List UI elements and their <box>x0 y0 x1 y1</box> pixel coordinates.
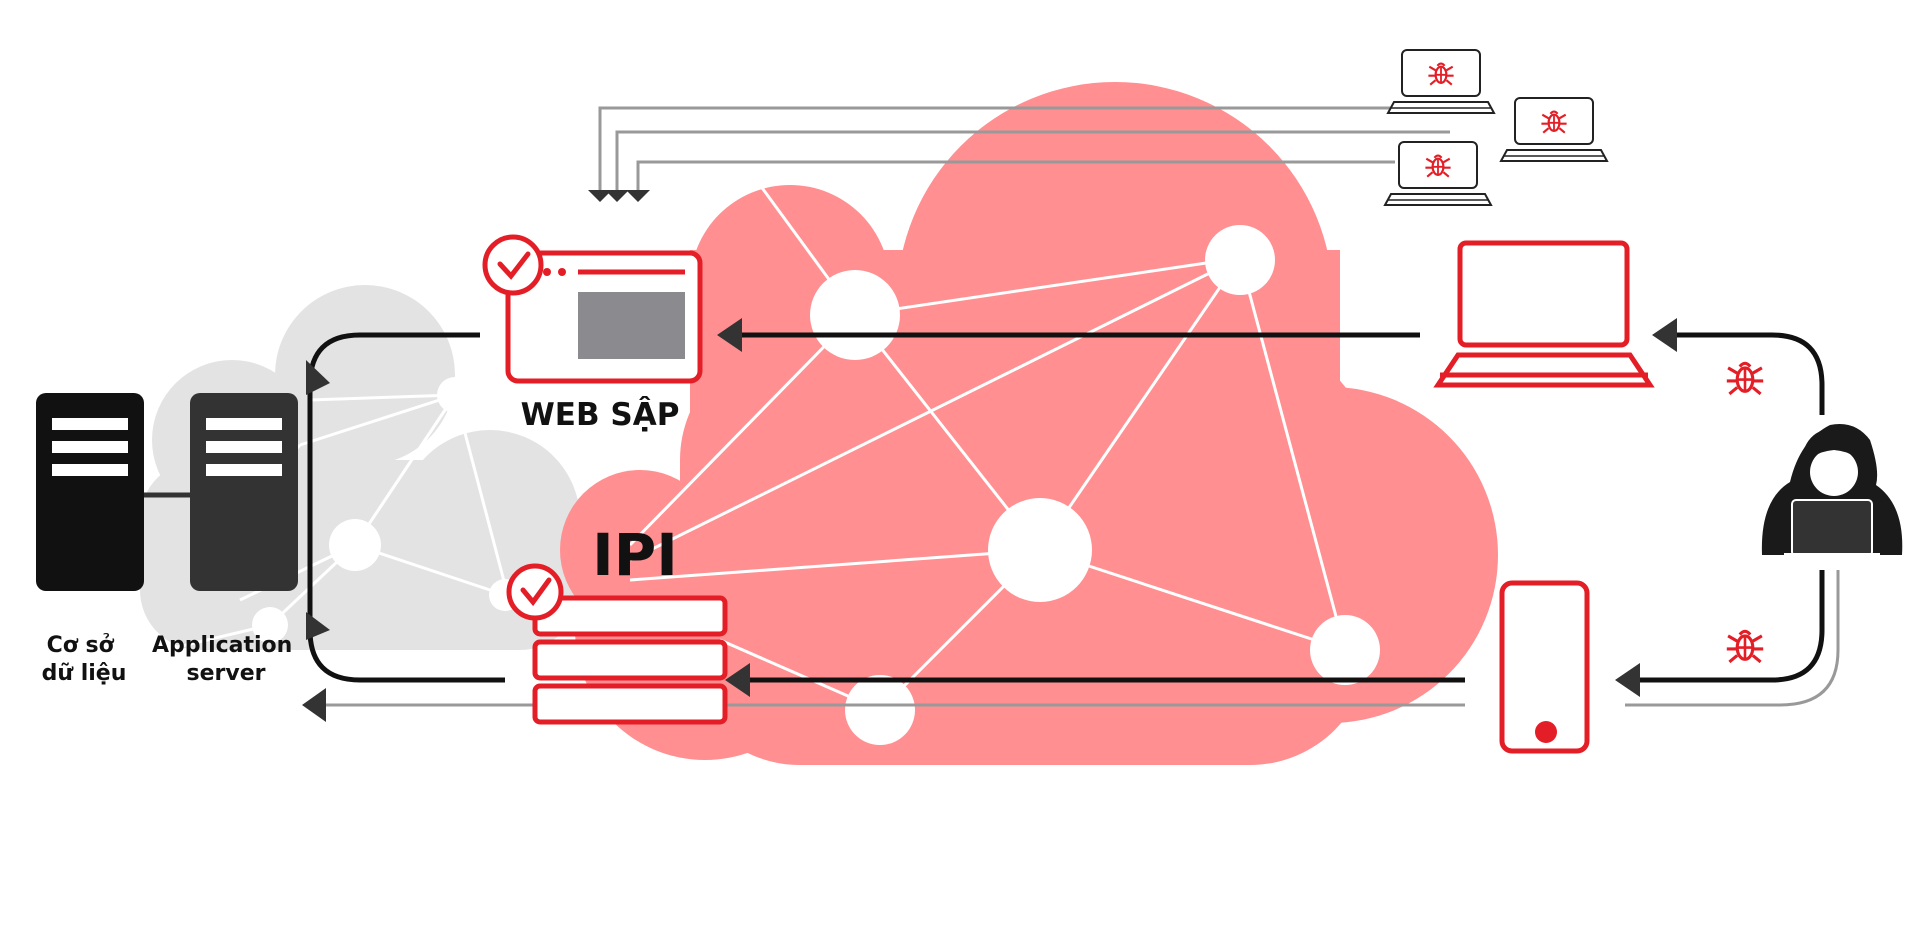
botnet-arrowheads <box>588 190 650 202</box>
database-label: Cơ sở dữ liệu <box>42 633 127 686</box>
ipi-stack-icon <box>506 563 728 725</box>
bug-icon <box>1725 361 1765 396</box>
botnet-lines <box>598 106 1450 190</box>
botnet-laptop-2 <box>1500 97 1608 162</box>
arrowhead-top <box>306 360 330 395</box>
arrowhead-bottom-line <box>725 663 750 697</box>
checkmark-icon <box>520 577 552 607</box>
smartphone-icon <box>1499 580 1590 754</box>
web-window-icon <box>482 234 703 384</box>
arrowhead-top-line <box>717 318 742 352</box>
database-server <box>36 393 144 591</box>
server-response-loop <box>307 332 505 683</box>
botnet-laptop-1 <box>1387 49 1495 114</box>
hacker-to-laptop-arrow <box>1675 332 1825 415</box>
checkmark-icon <box>482 234 544 296</box>
hacker-to-phone-arrow <box>1640 570 1825 683</box>
application-server <box>190 393 298 591</box>
botnet-laptop-3 <box>1384 141 1492 206</box>
laptop-icon <box>1433 240 1655 388</box>
bug-icon <box>1725 629 1765 664</box>
arrowhead <box>1652 318 1677 352</box>
ipi-label: IPI <box>592 521 678 589</box>
web-down-label: WEB SẬP <box>521 396 680 433</box>
arrowhead <box>1615 663 1640 697</box>
hacker-icon <box>1761 424 1903 558</box>
arrowhead-bottom <box>306 612 330 640</box>
app-server-label: Application server <box>152 633 300 686</box>
gray-return-line <box>1625 570 1840 707</box>
arrowhead-gray <box>302 688 326 722</box>
